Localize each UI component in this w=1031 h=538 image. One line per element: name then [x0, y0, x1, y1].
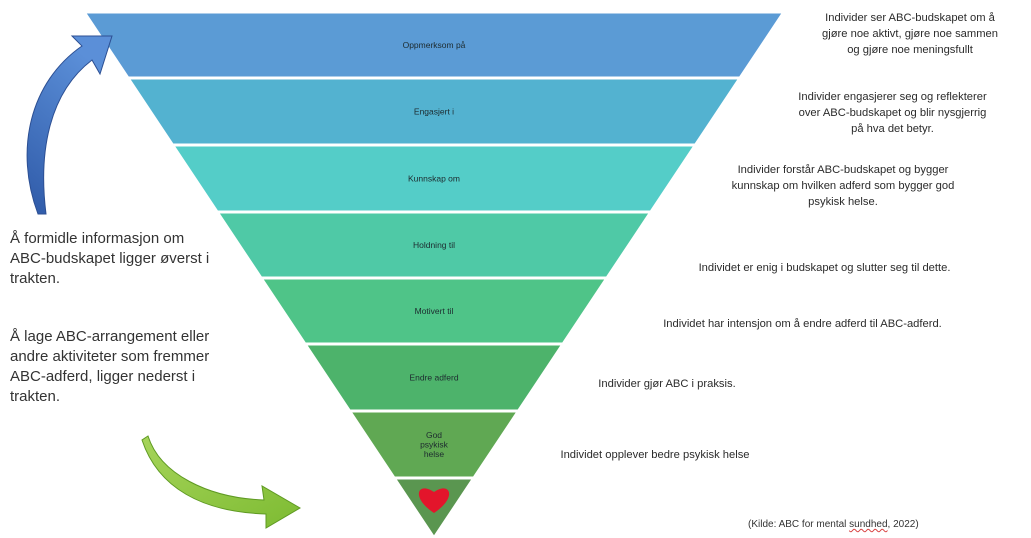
source-prefix: (Kilde: ABC for mental — [748, 519, 850, 530]
desc-line: Individet har intensjon om å endre adfer… — [663, 318, 942, 330]
level-god-psykisk-helse-label-line: helse — [424, 449, 445, 459]
desc-line: Individer ser ABC-budskapet om å — [825, 12, 995, 24]
up-arrow-icon — [26, 35, 113, 215]
desc-engasjert: Individer engasjerer seg og reflekterer … — [765, 89, 1020, 137]
level-kunnskap-label: Kunnskap om — [408, 174, 460, 184]
source-underlined-word: sundhed — [849, 519, 888, 530]
desc-line: og gjøre noe meningsfullt — [847, 44, 973, 56]
heart-icon — [418, 488, 450, 513]
desc-endre-adferd: Individer gjør ABC i praksis. — [572, 376, 762, 392]
desc-line: Individet er enig i budskapet og slutter… — [698, 262, 951, 274]
level-motivert-label: Motivert til — [415, 306, 454, 316]
desc-line: Individer engasjerer seg og reflekterer — [798, 91, 987, 103]
desc-line: psykisk helse. — [808, 196, 878, 208]
desc-god-psykisk-helse: Individet opplever bedre psykisk helse — [530, 447, 780, 463]
desc-line: Individer forstår ABC-budskapet og bygge… — [737, 164, 949, 176]
note-bottom: Å lage ABC-arrangement eller andre aktiv… — [10, 328, 210, 405]
note-top: Å formidle informasjon om ABC-budskapet … — [10, 230, 210, 287]
desc-line: gjøre noe aktivt, gjøre noe sammen — [822, 28, 998, 40]
level-engasjert-label: Engasjert i — [414, 107, 454, 117]
desc-oppmerksom: Individer ser ABC-budskapet om å gjøre n… — [790, 10, 1030, 58]
desc-kunnskap: Individer forstår ABC-budskapet og bygge… — [688, 162, 998, 210]
down-arrow-icon — [141, 435, 301, 529]
desc-line: Individer gjør ABC i praksis. — [598, 378, 736, 390]
desc-motivert: Individet har intensjon om å endre adfer… — [620, 316, 985, 332]
desc-holdning: Individet er enig i budskapet og slutter… — [657, 260, 992, 276]
level-endre-adferd-label: Endre adferd — [409, 373, 458, 383]
level-god-psykisk-helse-label-line: psykisk — [420, 440, 449, 450]
source-suffix: , 2022) — [887, 519, 919, 530]
level-holdning-label: Holdning til — [413, 240, 455, 250]
desc-line: Individet opplever bedre psykisk helse — [560, 449, 750, 461]
desc-line: på hva det betyr. — [851, 123, 934, 135]
desc-line: over ABC-budskapet og blir nysgjerrig — [798, 107, 987, 119]
desc-line: kunnskap om hvilken adferd som bygger go… — [731, 180, 955, 192]
level-god-psykisk-helse-label-line: God — [426, 430, 442, 440]
level-oppmerksom-label: Oppmerksom på — [403, 40, 466, 50]
source-citation: (Kilde: ABC for mental sundhed, 2022) — [748, 519, 919, 530]
